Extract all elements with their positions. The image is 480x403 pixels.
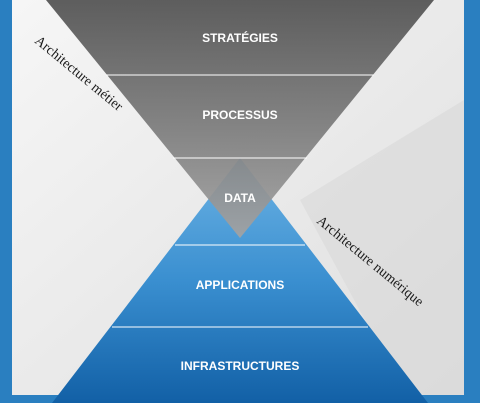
layer-label-applications: APPLICATIONS: [196, 278, 284, 292]
layer-label-infrastructures: INFRASTRUCTURES: [181, 359, 300, 373]
layer-label-data: DATA: [224, 191, 256, 205]
layer-label-processus: PROCESSUS: [202, 108, 277, 122]
layer-label-strategies: STRATÉGIES: [202, 30, 278, 45]
right-shade: [300, 100, 464, 403]
digital-triangle: [52, 158, 428, 403]
business-triangle: [46, 0, 434, 238]
